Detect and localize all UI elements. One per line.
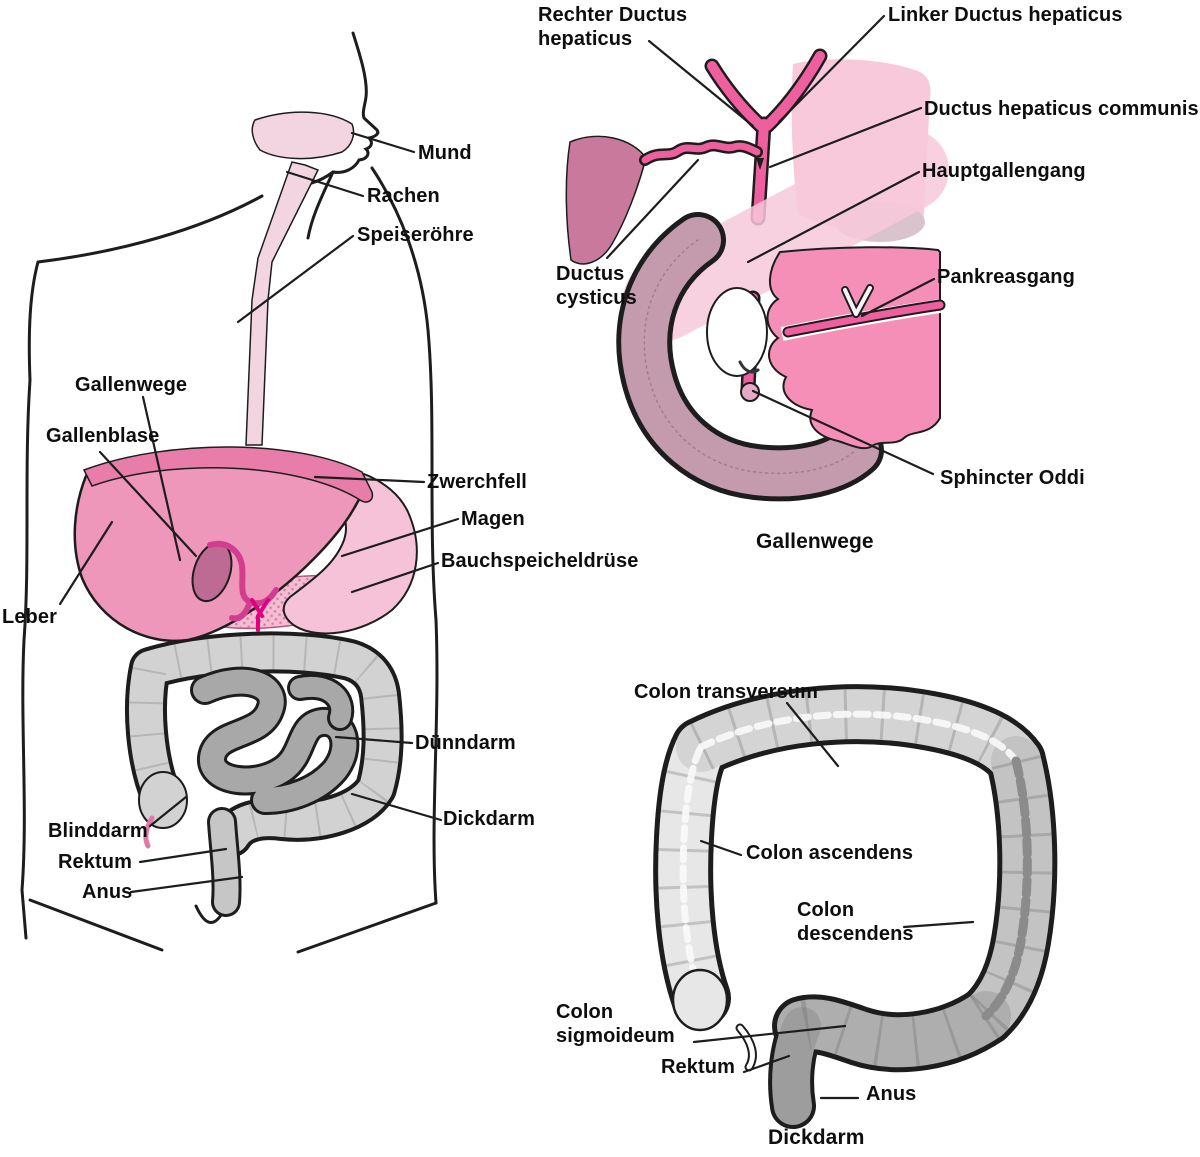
hepatic-ducts-shape: [704, 48, 828, 226]
label-mund: Mund: [418, 142, 472, 164]
label-blinddarm: Blinddarm: [48, 820, 148, 842]
body-panel-illustration: [20, 31, 439, 954]
label-line: cysticus: [556, 286, 637, 309]
label-bauchspeicheldruese: Bauchspeicheldrüse: [441, 550, 639, 572]
label-line: Colon: [556, 1001, 614, 1023]
sphincter-oddi-shape: [740, 382, 760, 402]
label-rachen: Rachen: [367, 185, 440, 207]
gallbladder-and-ducts-shape: [191, 540, 279, 632]
label-ductus-hepaticus-communis: Ductus hepaticus communis: [924, 98, 1199, 120]
leader-lines: [58, 14, 975, 1100]
label-leber: Leber: [2, 606, 57, 628]
label-pankreasgang: Pankreasgang: [937, 266, 1075, 288]
label-colon-ascendens: Colon ascendens: [746, 842, 914, 864]
diaphragm-shape: [82, 446, 374, 503]
label-colon-transversum: Colon transversum: [634, 681, 818, 703]
cecum-shape: [671, 968, 729, 1032]
label-gallenwege: Gallenwege: [75, 374, 188, 396]
label-linker-ductus-hepaticus: Linker Ductus hepaticus: [888, 4, 1123, 26]
label-colon-descendens: Colon descendens: [797, 899, 914, 946]
colon-shape: [125, 631, 404, 857]
label-line: Rechter Ductus: [538, 4, 688, 26]
caption-dickdarm: Dickdarm: [768, 1126, 865, 1149]
label-gallenblase: Gallenblase: [46, 425, 160, 447]
label-speiseroehre: Speiseröhre: [357, 224, 474, 246]
label-line: Colon: [797, 899, 855, 921]
duodenum-shape: [616, 212, 884, 502]
label-sphincter-oddi: Sphincter Oddi: [940, 467, 1085, 489]
cystic-duct-shape: [639, 139, 763, 166]
esophagus-shape: [245, 161, 320, 446]
label-line: hepaticus: [538, 27, 633, 50]
label-hauptgallengang: Hauptgallengang: [922, 160, 1086, 182]
mouth-cavity-shape: [251, 111, 355, 160]
label-zwerchfell: Zwerchfell: [427, 471, 527, 493]
label-anus-colon: Anus: [866, 1083, 917, 1105]
label-line: sigmoideum: [556, 1024, 675, 1047]
colon-panel-illustration: [653, 684, 1058, 1129]
rectum2-shape: [772, 1007, 821, 1125]
biliary-panel-illustration: [565, 48, 949, 502]
colon-transversum-shape: [676, 689, 1041, 786]
pancreas2-shape: [766, 246, 946, 450]
label-colon-sigmoideum: Colon sigmoideum: [556, 1001, 675, 1048]
label-duenndarm: Dünndarm: [415, 732, 516, 754]
rectum-shape: [207, 807, 242, 917]
stomach-edge-band-shape: [623, 129, 949, 341]
label-dickdarm: Dickdarm: [443, 808, 535, 830]
label-anus: Anus: [82, 881, 133, 903]
label-ductus-cysticus: Ductus cysticus: [556, 263, 637, 310]
label-line: Ductus: [556, 263, 625, 285]
label-rektum-colon: Rektum: [661, 1056, 735, 1078]
small-intestine-shape: [190, 666, 360, 815]
gallbladder2-shape: [565, 135, 647, 265]
label-line: descendens: [797, 922, 914, 945]
label-rechter-ductus-hepaticus: Rechter Ductus hepaticus: [538, 4, 687, 51]
colon-sigmoideum-shape: [777, 991, 1011, 1068]
label-rektum: Rektum: [58, 851, 132, 873]
torso-outline: [20, 31, 439, 954]
caption-gallenwege: Gallenwege: [756, 530, 874, 553]
label-magen: Magen: [461, 508, 525, 530]
